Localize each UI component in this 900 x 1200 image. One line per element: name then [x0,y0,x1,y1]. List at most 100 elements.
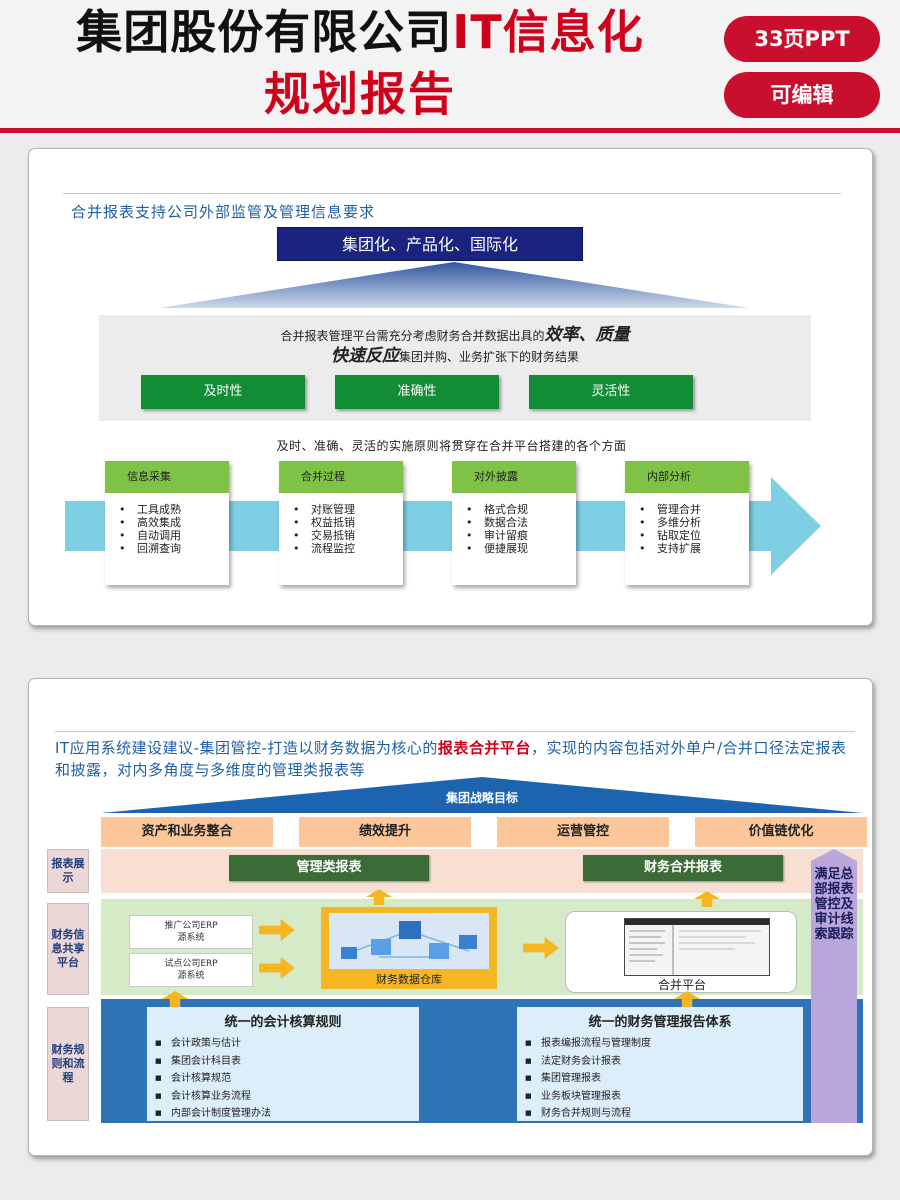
panel-line1: 合并报表管理平台需充分考虑财务合并数据出具的效率、质量 [99,325,811,346]
page-title-line2: 规划报告 [264,67,456,121]
database-cubes-icon [341,921,477,959]
stage-card: 信息采集 工具成熟 高效集成 自动调用 回溯查询 [105,461,229,585]
consolidated-report-box: 财务合并报表 [583,855,783,881]
panel-line1-text: 合并报表管理平台需充分考虑财务合并数据出具的 [280,329,545,343]
slide-top-rule [63,193,841,194]
erp-name: 推广公司ERP [164,921,218,931]
stage-item-list: 对账管理 权益抵销 交易抵销 流程监控 [293,503,355,555]
stage-title: 合并过程 [279,461,403,493]
list-item: 管理合并 [639,503,701,516]
principle-timeliness: 及时性 [141,375,305,409]
principle-accuracy: 准确性 [335,375,499,409]
slide2-heading-highlight: 报表合并平台 [437,739,531,757]
stage-card: 对外披露 格式合规 数据合法 审计留痕 便捷展现 [452,461,576,585]
strategy-box: 集团化、产品化、国际化 [277,227,583,261]
list-item: 交易抵销 [293,529,355,542]
data-warehouse-illustration [329,913,489,969]
platform-panel: 合并报表管理平台需充分考虑财务合并数据出具的效率、质量 快速反应集团并购、业务扩… [99,315,811,421]
list-item: 集团会计科目表 [155,1053,271,1071]
stage-title: 对外披露 [452,461,576,493]
stage-item-list: 格式合规 数据合法 审计留痕 便捷展现 [466,503,528,555]
list-item: 业务板块管理报表 [525,1088,651,1106]
list-item: 回溯查询 [119,542,181,555]
pages-badge: 33页PPT [724,16,880,62]
strategy-goal-label: 集团战略目标 [445,791,518,805]
page-title-line1: 集团股份有限公司IT信息化 [0,4,720,60]
list-item: 便捷展现 [466,542,528,555]
list-item: 高效集成 [119,516,181,529]
goal-box: 绩效提升 [299,817,471,847]
list-item: 财务合并规则与流程 [525,1105,651,1123]
reporting-system-box: 统一的财务管理报告体系 报表编报流程与管理制度 法定财务会计报表 集团管理报表 … [517,1007,803,1121]
list-item: 审计留痕 [466,529,528,542]
slide2-heading-pre: IT应用系统建设建议-集团管控-打造以财务数据为核心的 [55,739,438,757]
list-item: 集团管理报表 [525,1070,651,1088]
reporting-system-title: 统一的财务管理报告体系 [588,1015,732,1030]
list-item: 自动调用 [119,529,181,542]
list-item: 权益抵销 [293,516,355,529]
erp-source-rollout: 推广公司ERP 源系统 [129,915,253,949]
list-item: 支持扩展 [639,542,701,555]
erp-sub: 源系统 [177,971,205,981]
list-item: 会计政策与估计 [155,1035,271,1053]
slide-top-rule [55,731,855,732]
slide2-heading-post: ，实现的内容包括对外单户/合并口径法定报表和披露，对内多角度与多维度的管理类报表… [55,739,847,779]
list-item: 会计核算业务流程 [155,1088,271,1106]
slide-consolidated-report-principles: 合并报表支持公司外部监管及管理信息要求 集团化、产品化、国际化 合并报表管理平台… [28,148,873,626]
consolidation-platform: 合并平台 [565,911,797,993]
gradient-triangle [159,262,749,308]
principle-flexibility: 灵活性 [529,375,693,409]
slide-it-system-architecture: IT应用系统建设建议-集团管控-打造以财务数据为核心的报表合并平台，实现的内容包… [28,678,873,1156]
list-item: 会计核算规范 [155,1070,271,1088]
stage-card: 内部分析 管理合并 多维分析 钻取定位 支持扩展 [625,461,749,585]
list-item: 内部会计制度管理办法 [155,1105,271,1123]
list-item: 法定财务会计报表 [525,1053,651,1071]
panel-line1-emphasis: 效率、质量 [544,325,630,345]
audit-trail-note: 满足总部报表管控及审计线索跟踪 [814,867,854,942]
editable-badge: 可编辑 [724,72,880,118]
panel-line2-emphasis: 快速反应 [330,346,399,366]
list-item: 多维分析 [639,516,701,529]
audit-trail-arrow [811,849,857,1123]
list-item: 对账管理 [293,503,355,516]
goal-box: 运营管控 [497,817,669,847]
accounting-rules-box: 统一的会计核算规则 会计政策与估计 集团会计科目表 会计核算规范 会计核算业务流… [147,1007,419,1121]
header-divider [0,128,900,133]
process-arrow-head [771,477,821,575]
goal-box: 价值链优化 [695,817,867,847]
goal-box: 资产和业务整合 [101,817,273,847]
page-title-black: 集团股份有限公司 [76,5,453,59]
stage-title: 内部分析 [625,461,749,493]
principles-statement: 及时、准确、灵活的实施原则将贯穿在合并平台搭建的各个方面 [276,439,627,453]
page-title-red: IT信息化 [452,5,644,59]
slide1-heading: 合并报表支持公司外部监管及管理信息要求 [71,203,376,221]
data-warehouse-label: 财务数据仓库 [376,973,442,986]
page-header: 集团股份有限公司IT信息化 规划报告 33页PPT 可编辑 [0,0,900,128]
layer-label-info-platform: 财务信息共享平台 [47,903,89,995]
erp-name: 试点公司ERP [164,959,218,969]
list-item: 格式合规 [466,503,528,516]
data-warehouse: 财务数据仓库 [321,907,497,989]
erp-sub: 源系统 [177,933,205,943]
stage-item-list: 管理合并 多维分析 钻取定位 支持扩展 [639,503,701,555]
erp-source-pilot: 试点公司ERP 源系统 [129,953,253,987]
list-item: 钻取定位 [639,529,701,542]
panel-line2: 快速反应集团并购、业务扩张下的财务结果 [99,345,811,368]
reporting-system-list: 报表编报流程与管理制度 法定财务会计报表 集团管理报表 业务板块管理报表 财务合… [525,1035,651,1123]
layer-label-rules-process: 财务规则和流程 [47,1007,89,1121]
consolidation-platform-label: 合并平台 [657,978,706,992]
stage-item-list: 工具成熟 高效集成 自动调用 回溯查询 [119,503,181,555]
stage-title: 信息采集 [105,461,229,493]
slide2-heading: IT应用系统建设建议-集团管控-打造以财务数据为核心的报表合并平台，实现的内容包… [55,737,855,781]
layer-label-report-display: 报表展示 [47,849,89,893]
panel-line2-text: 集团并购、业务扩张下的财务结果 [398,350,579,364]
platform-screenshot [624,918,770,976]
list-item: 流程监控 [293,542,355,555]
list-item: 工具成熟 [119,503,181,516]
application-window-icon [625,919,769,975]
accounting-rules-title: 统一的会计核算规则 [224,1015,342,1030]
accounting-rules-list: 会计政策与估计 集团会计科目表 会计核算规范 会计核算业务流程 内部会计制度管理… [155,1035,271,1123]
management-report-box: 管理类报表 [229,855,429,881]
list-item: 数据合法 [466,516,528,529]
stage-card: 合并过程 对账管理 权益抵销 交易抵销 流程监控 [279,461,403,585]
